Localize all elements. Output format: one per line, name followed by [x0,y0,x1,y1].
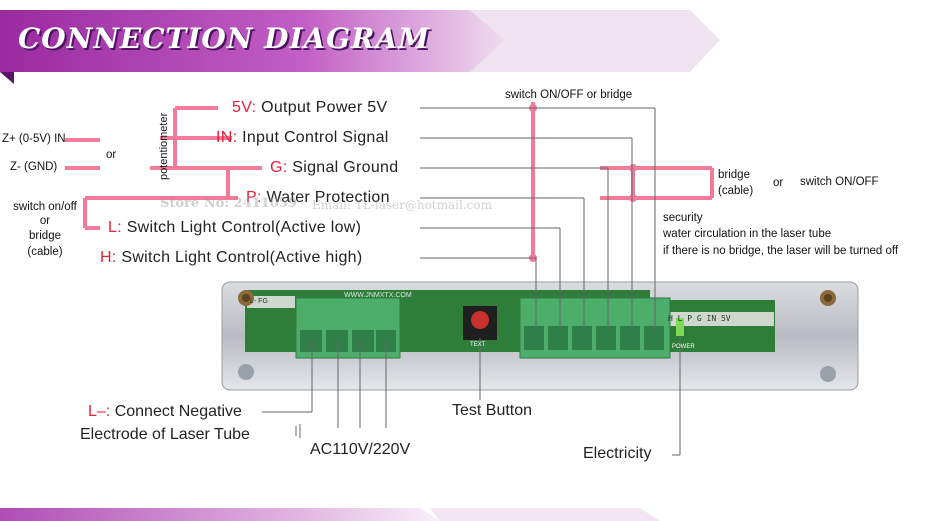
board-power: POWER [672,344,695,350]
switch-left-2: or [39,215,51,227]
right-or: or [773,177,784,189]
security-line3: if there is no bridge, the laser will be… [663,245,899,257]
pin-5v: 5V: Output Power 5V [232,99,388,116]
test-button-cap [471,311,489,329]
right-switch: switch ON/OFF [800,176,879,188]
z-minus-label: Z- (GND) [10,161,58,173]
board-left-strip: L- FG [250,298,268,305]
board-test: TEXT [470,342,486,348]
power-led [676,318,684,336]
pink-wires [65,102,714,258]
right-bridge: bridge [718,169,750,181]
test-button-label: Test Button [452,402,533,419]
ac-label: AC110V/220V [310,441,411,458]
top-note: switch ON/OFF or bridge [505,89,633,101]
pin-g: G: Signal Ground [270,159,399,176]
switch-left-1: switch on/off [13,201,77,213]
potentiometer-label: potentiometer [158,112,170,180]
right-cable: (cable) [718,185,754,197]
bottom-bar [0,508,440,521]
page-title: CONNECTION DIAGRAM [18,22,431,55]
switch-left-4: (cable) [27,246,63,258]
pin-h: H: Switch Light Control(Active high) [100,249,363,266]
security-line2: water circulation in the laser tube [663,228,832,240]
or-label-left: or [106,149,117,161]
security-line1: security [663,212,703,224]
negative-label: L–: Connect Negative [88,403,242,420]
z-plus-label: Z+ (0-5V) IN [2,133,66,145]
switch-left-3: bridge [29,230,61,242]
board-url: WWW.JNMXTX.COM [344,292,412,299]
banner-shape [0,10,505,72]
leader-lines [262,107,681,456]
electricity-label: Electricity [583,445,652,462]
watermark-line2: Email: TL-laser@hotmail.com [312,198,492,212]
negative-line2: Electrode of Laser Tube [80,426,250,443]
pin-l: L: Switch Light Control(Active low) [108,219,362,236]
watermark-line1: Store No: 2411059 [160,196,297,211]
pin-p: P: Water Protection [246,189,390,206]
board-pin-strip: H L P G IN 5V [668,314,731,323]
pin-in: IN: Input Control Signal [216,129,389,146]
